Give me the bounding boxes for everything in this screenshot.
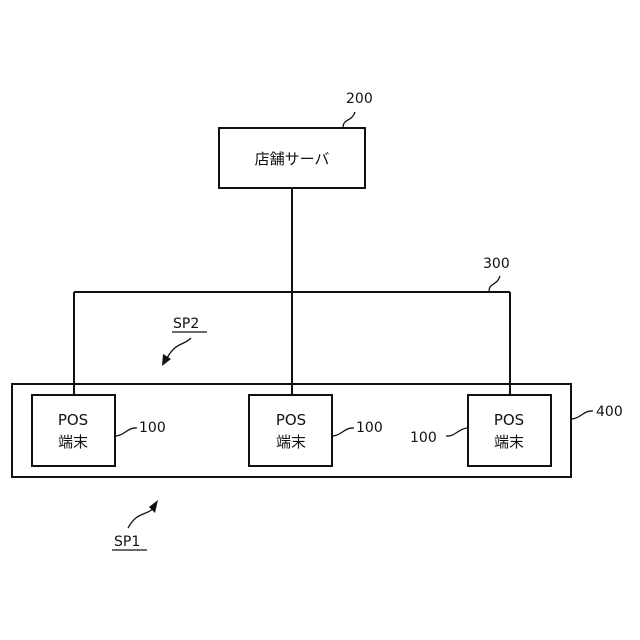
pos-terminal-1-line1: POS (58, 411, 88, 429)
pos-terminal-2-line1: POS (276, 411, 306, 429)
sp2-arrow-head (162, 354, 171, 366)
pos-terminal-2-line2: 端末 (276, 433, 306, 451)
pos-terminal-1-ref-leader (115, 428, 137, 436)
terminal-group-ref-leader (571, 411, 593, 419)
pos-terminal-3-ref-leader (446, 428, 468, 436)
network-ref-leader (489, 276, 500, 292)
sp1-arrow-curve (128, 509, 153, 528)
sp2-arrow-curve (167, 338, 191, 358)
sp1-label: SP1 (114, 534, 140, 550)
pos-terminal-3 (468, 395, 551, 466)
pos-terminal-1 (32, 395, 115, 466)
pos-terminal-3-line2: 端末 (494, 433, 524, 451)
server-ref: 200 (346, 91, 373, 107)
pos-terminal-2-ref: 100 (356, 420, 383, 436)
pos-terminal-1-ref: 100 (139, 420, 166, 436)
pos-terminal-3-line1: POS (494, 411, 524, 429)
network-ref: 300 (483, 256, 510, 272)
pos-terminal-1-line2: 端末 (58, 433, 88, 451)
server-label: 店舗サーバ (255, 150, 330, 168)
pos-terminal-2-ref-leader (332, 428, 354, 436)
sp2-label: SP2 (173, 316, 199, 332)
pos-terminal-2 (249, 395, 332, 466)
terminal-group-ref: 400 (596, 404, 623, 420)
pos-terminal-3-ref: 100 (410, 430, 437, 446)
server-ref-leader (343, 112, 355, 128)
